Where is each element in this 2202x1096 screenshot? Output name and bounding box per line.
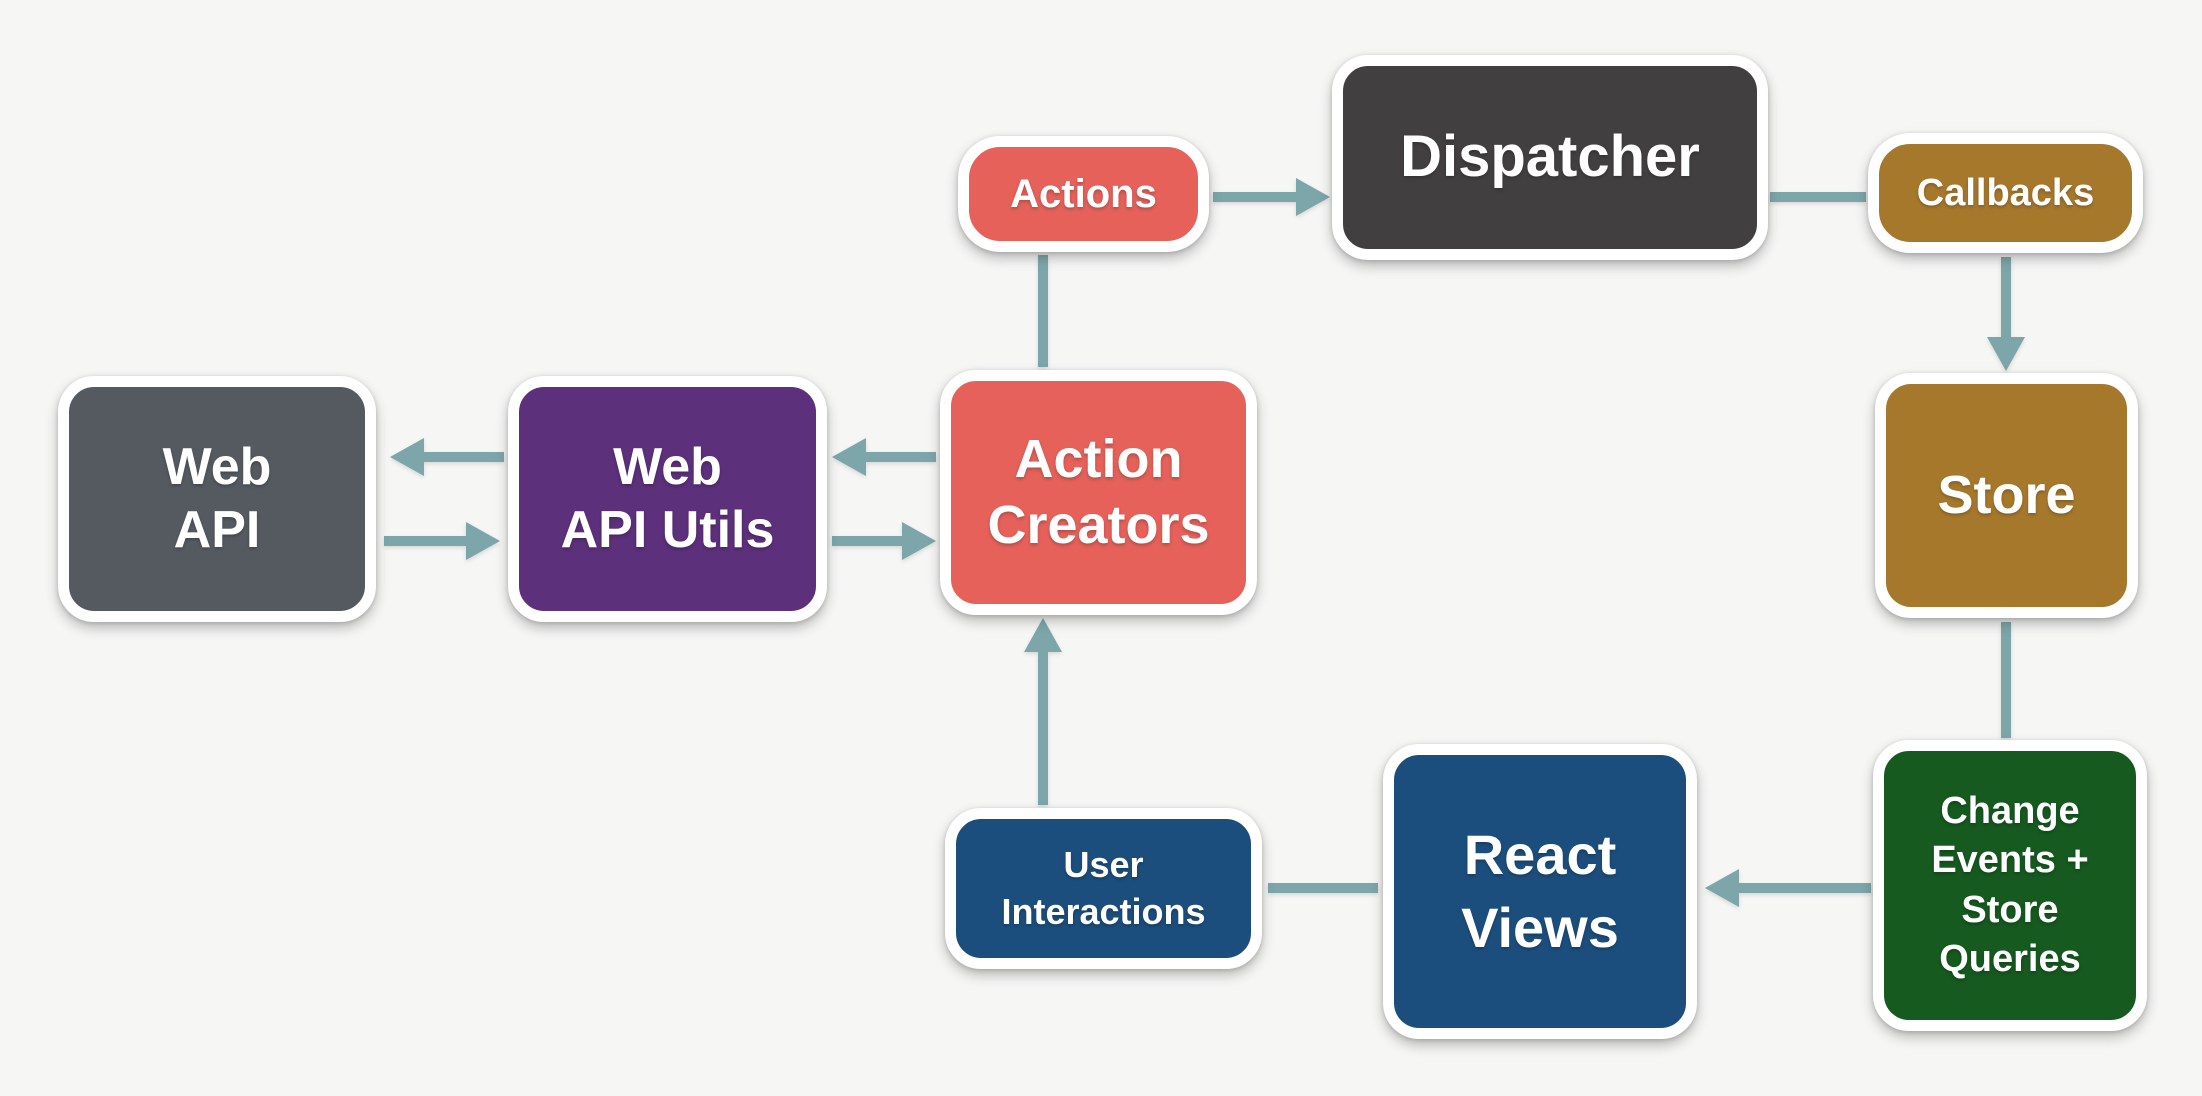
node-web-api-utils: Web API Utils bbox=[508, 376, 827, 622]
node-user-interactions: User Interactions bbox=[945, 808, 1262, 969]
edge-action-creators-to-web-api-utils bbox=[832, 438, 936, 476]
node-web-api-label-line-2: API bbox=[173, 501, 261, 559]
edge-web-api-to-web-api-utils bbox=[384, 522, 500, 560]
edge-web-api-utils-to-web-api bbox=[390, 438, 504, 476]
node-user-interactions-label-line-2: Interactions bbox=[1001, 890, 1206, 932]
node-callbacks: Callbacks bbox=[1868, 133, 2143, 253]
edge-change-events-to-react-views bbox=[1705, 869, 1871, 907]
edge-arrowhead bbox=[390, 438, 424, 476]
edge-arrowhead bbox=[1024, 618, 1062, 652]
node-change-events-store-queries: Change Events + Store Queries bbox=[1873, 740, 2147, 1031]
node-web-api: Web API bbox=[58, 376, 376, 622]
node-web-api-label-line-1: Web bbox=[162, 437, 272, 496]
node-react-views-label-line-1: React bbox=[1463, 822, 1617, 886]
edge-actions-to-dispatcher bbox=[1213, 178, 1330, 216]
node-user-interactions-label-line-1: User bbox=[1063, 843, 1144, 885]
edge-arrowhead bbox=[466, 522, 500, 560]
node-change-events-label-line-1: Change bbox=[1940, 789, 2080, 832]
edge-web-api-utils-to-action-creators bbox=[832, 522, 936, 560]
edge-user-interactions-to-action-creators bbox=[1024, 618, 1062, 805]
node-store: Store bbox=[1875, 373, 2138, 618]
node-react-views: React Views bbox=[1383, 744, 1697, 1039]
node-store-label: Store bbox=[1937, 464, 2076, 525]
node-dispatcher-label: Dispatcher bbox=[1400, 124, 1700, 190]
node-web-api-utils-label-line-2: API Utils bbox=[560, 501, 775, 559]
edge-arrowhead bbox=[1705, 869, 1739, 907]
node-dispatcher: Dispatcher bbox=[1332, 55, 1768, 260]
node-callbacks-label: Callbacks bbox=[1916, 171, 2095, 214]
node-action-creators-label-line-1: Action bbox=[1014, 428, 1183, 489]
node-action-creators-label-line-2: Creators bbox=[987, 494, 1210, 555]
edge-callbacks-to-store bbox=[1987, 257, 2025, 371]
edge-arrowhead bbox=[832, 438, 866, 476]
node-change-events-label-line-3: Store bbox=[1961, 888, 2059, 931]
node-change-events-label-line-2: Events + bbox=[1931, 839, 2089, 882]
node-react-views-label-line-2: Views bbox=[1461, 895, 1619, 959]
node-web-api-utils-label-line-1: Web bbox=[613, 437, 722, 496]
node-action-creators: Action Creators bbox=[940, 370, 1257, 615]
node-actions-label: Actions bbox=[1010, 171, 1157, 216]
edge-arrowhead bbox=[902, 522, 936, 560]
edge-arrowhead bbox=[1296, 178, 1330, 216]
edge-arrowhead bbox=[1987, 337, 2025, 371]
node-change-events-label-line-4: Queries bbox=[1939, 937, 2081, 980]
node-actions: Actions bbox=[958, 136, 1209, 252]
